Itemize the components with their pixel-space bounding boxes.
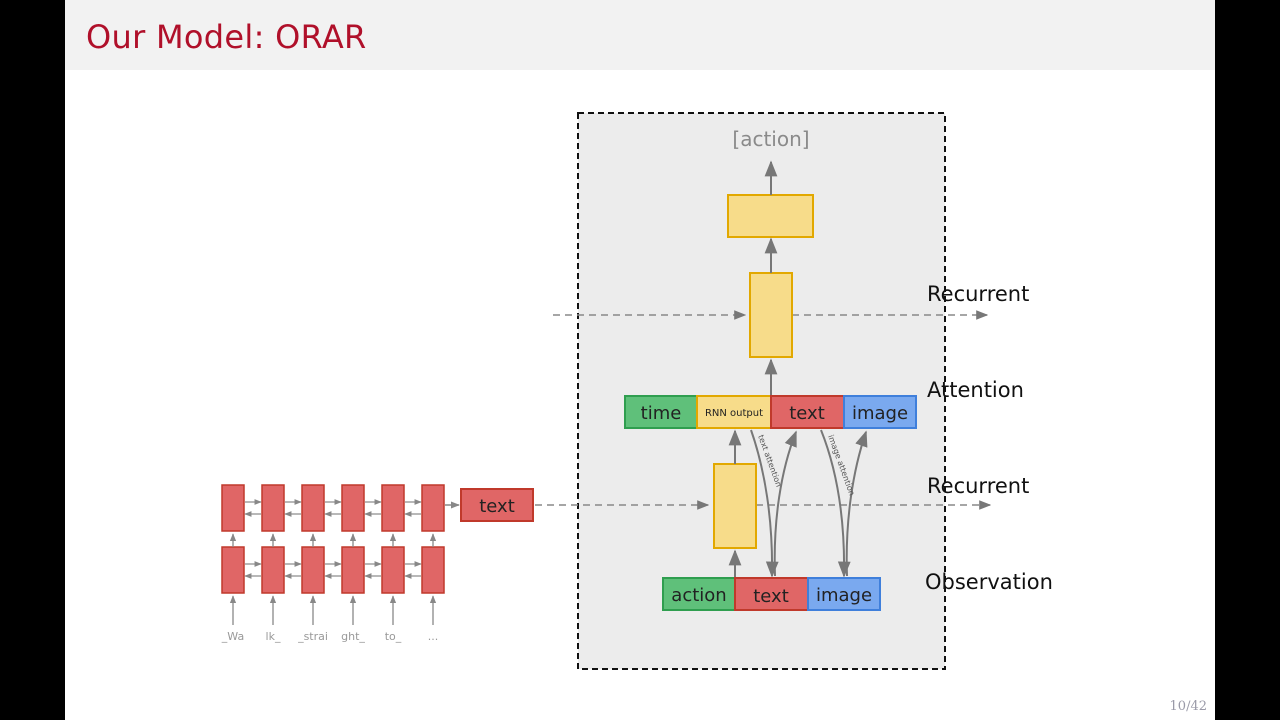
attention-time-label: time xyxy=(641,403,682,424)
output-action-label: [action] xyxy=(732,127,809,151)
observation-action-box xyxy=(662,577,736,611)
layer-label-recurrent-top: Recurrent xyxy=(927,282,1029,306)
encoder-cell-top-0 xyxy=(221,484,245,532)
slide-title: Our Model: ORAR xyxy=(86,18,367,56)
image-attention-down xyxy=(820,429,851,578)
text-attention-down xyxy=(750,429,779,578)
observation-text-box xyxy=(734,577,809,611)
encoder-cell-top-5 xyxy=(421,484,445,532)
text-encoder-output-box xyxy=(460,488,534,522)
encoder-token-label-0: _Wa xyxy=(221,630,244,643)
encoder-cell-bottom-4 xyxy=(381,546,405,594)
observation-action-label: action xyxy=(671,585,726,606)
text-encoder-output-label: text xyxy=(479,496,515,517)
encoder-token-label-5: ... xyxy=(428,630,439,643)
layer-label-attention: Attention xyxy=(927,378,1024,402)
attention-text-label: text xyxy=(789,403,825,424)
attention-rnn-output-label: RNN output xyxy=(705,408,763,419)
encoder-cell-bottom-5 xyxy=(421,546,445,594)
encoder-cell-bottom-1 xyxy=(261,546,285,594)
page-number: 10/42 xyxy=(1169,699,1207,714)
slide-header: Our Model: ORAR xyxy=(65,0,1215,70)
encoder-cell-bottom-2 xyxy=(301,546,325,594)
encoder-cell-top-3 xyxy=(341,484,365,532)
encoder-token-label-3: ght_ xyxy=(341,630,365,643)
attention-image-label: image xyxy=(852,403,908,424)
orar-diagram: [action] time RNN output text image text… xyxy=(221,112,1053,670)
layer-label-recurrent-bottom: Recurrent xyxy=(927,474,1029,498)
encoder-cell-bottom-0 xyxy=(221,546,245,594)
output-dense-box xyxy=(727,194,814,238)
slide: Our Model: ORAR [action] time xyxy=(65,0,1215,720)
encoder-token-label-2: _strai xyxy=(297,630,328,643)
encoder-cell-bottom-3 xyxy=(341,546,365,594)
attention-image-box xyxy=(843,395,917,429)
text-attention-up xyxy=(773,430,797,577)
encoder-cell-top-1 xyxy=(261,484,285,532)
text-encoder: _Wa lk_ _strai ght_ to_... xyxy=(221,484,445,643)
attention-text-box xyxy=(770,395,845,429)
recurrent-bottom-box xyxy=(713,463,757,549)
observation-text-label: text xyxy=(753,586,789,607)
attention-time-box xyxy=(624,395,698,429)
encoder-cell-top-4 xyxy=(381,484,405,532)
image-attention-up xyxy=(845,430,868,577)
attention-rnn-output-box xyxy=(696,395,772,429)
encoder-token-label-1: lk_ xyxy=(266,630,281,643)
observation-image-box xyxy=(807,577,881,611)
recurrent-top-box xyxy=(749,272,793,358)
encoder-cell-top-2 xyxy=(301,484,325,532)
encoder-token-label-4: to_ xyxy=(385,630,402,643)
layer-label-observation: Observation xyxy=(925,570,1053,594)
observation-image-label: image xyxy=(816,585,872,606)
